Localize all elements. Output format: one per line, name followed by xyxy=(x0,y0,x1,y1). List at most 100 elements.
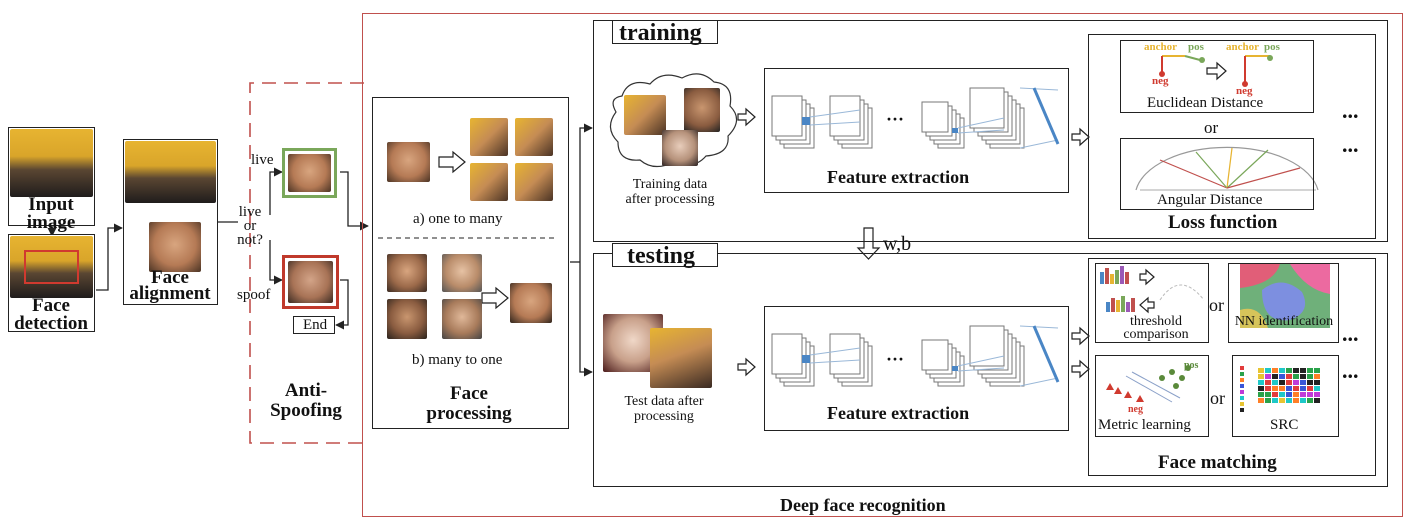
loss-or-label: or xyxy=(1204,118,1219,137)
src-cell xyxy=(1279,386,1285,391)
ellipsis-3: ... xyxy=(1342,321,1359,346)
metric-neg-label: neg xyxy=(1128,404,1143,415)
src-cell xyxy=(1272,398,1278,403)
loss-function-label: Loss function xyxy=(1168,212,1278,233)
cnn-training xyxy=(771,87,1060,149)
src-cell xyxy=(1240,372,1244,376)
src-cell xyxy=(1240,384,1244,388)
pose-face-3 xyxy=(387,299,427,339)
arrow-spoof xyxy=(269,240,283,285)
src-cell xyxy=(1258,398,1264,403)
src-cell xyxy=(1307,374,1313,379)
many-to-one-arrow xyxy=(481,286,509,310)
src-cell xyxy=(1265,380,1271,385)
src-cell xyxy=(1286,368,1292,373)
face-detection-box xyxy=(8,234,95,332)
anti-spoofing-frame xyxy=(249,82,364,444)
metric-diagram xyxy=(1106,365,1191,403)
threshold-diagram xyxy=(1100,266,1205,312)
testing-frame xyxy=(593,253,1388,487)
face-alignment-box xyxy=(123,139,218,305)
anchor-label-2: anchor xyxy=(1226,41,1259,53)
live-face xyxy=(282,148,337,198)
src-cell xyxy=(1265,386,1271,391)
deep-face-recognition-frame xyxy=(362,13,1403,517)
src-cell xyxy=(1314,392,1320,397)
neg-label-1: neg xyxy=(1152,75,1169,87)
end-box: End xyxy=(293,316,335,334)
neg-label-2: neg xyxy=(1236,85,1253,97)
src-cell xyxy=(1258,392,1264,397)
test-data-label: Test data after processing xyxy=(624,394,704,424)
src-cell xyxy=(1307,368,1313,373)
face-detection-label: Face detection xyxy=(14,295,88,334)
input-image-label: Input image xyxy=(26,194,76,233)
src-box xyxy=(1232,355,1339,437)
face-matching-label: Face matching xyxy=(1158,452,1277,473)
src-cell xyxy=(1279,392,1285,397)
src-cell xyxy=(1240,378,1244,382)
wb-label: w,b xyxy=(883,233,912,255)
src-cell xyxy=(1314,368,1320,373)
metric-pos-label: pos xyxy=(1184,360,1199,371)
src-cell xyxy=(1286,380,1292,385)
src-cell xyxy=(1286,374,1292,379)
src-cell xyxy=(1314,380,1320,385)
one-to-many-arrow xyxy=(438,150,466,174)
nn-map xyxy=(1240,264,1330,328)
angular-label: Angular Distance xyxy=(1157,192,1263,208)
src-cell xyxy=(1314,398,1320,403)
src-cell xyxy=(1314,374,1320,379)
src-cell xyxy=(1300,386,1306,391)
src-cell xyxy=(1265,374,1271,379)
live-label: live xyxy=(251,152,274,168)
live-or-not-label: live or not? xyxy=(237,204,263,248)
training-frame xyxy=(593,20,1388,242)
src-cell xyxy=(1240,402,1244,406)
ellipsis-2: ... xyxy=(1342,132,1359,157)
src-cell xyxy=(1300,368,1306,373)
matching-or-2: or xyxy=(1210,388,1225,408)
src-cell xyxy=(1240,390,1244,394)
euclidean-diagram xyxy=(1159,55,1273,87)
arrow-live xyxy=(269,167,283,215)
train-face-1 xyxy=(624,95,666,135)
cnn-dots-training: ··· xyxy=(886,109,905,129)
src-cell xyxy=(1300,398,1306,403)
testing-tag: testing xyxy=(612,243,718,268)
src-cell xyxy=(1265,368,1271,373)
metric-box xyxy=(1095,355,1209,437)
ellipsis-4: ... xyxy=(1342,358,1359,383)
spoof-face xyxy=(282,255,339,309)
detection-photo xyxy=(10,236,93,298)
arrow-detect-align xyxy=(96,223,123,291)
src-cell xyxy=(1279,374,1285,379)
nn-box xyxy=(1228,263,1339,343)
src-cell xyxy=(1307,386,1313,391)
src-cell xyxy=(1286,392,1292,397)
aligned-face xyxy=(149,222,201,272)
src-cell xyxy=(1279,380,1285,385)
arrow-end xyxy=(335,279,349,330)
src-cell xyxy=(1240,396,1244,400)
src-cell xyxy=(1300,392,1306,397)
training-tag: training xyxy=(612,20,718,45)
src-cell xyxy=(1293,386,1299,391)
src-cell xyxy=(1286,386,1292,391)
src-cell xyxy=(1272,374,1278,379)
one-to-many-label: a) one to many xyxy=(413,211,503,227)
src-cell xyxy=(1258,368,1264,373)
pos-label-1: pos xyxy=(1188,41,1204,53)
anchor-label-1: anchor xyxy=(1144,41,1177,53)
src-mosaic xyxy=(1240,366,1320,412)
src-cell xyxy=(1286,398,1292,403)
face-alignment-label: Face alignment xyxy=(129,267,211,304)
angular-diagram xyxy=(1135,146,1319,191)
src-cell xyxy=(1258,386,1264,391)
src-cell xyxy=(1272,368,1278,373)
augmented-face-4 xyxy=(515,163,553,201)
augmented-face-2 xyxy=(515,118,553,156)
training-data-label: Training data after processing xyxy=(625,177,715,207)
src-cell xyxy=(1265,392,1271,397)
src-cell xyxy=(1258,380,1264,385)
